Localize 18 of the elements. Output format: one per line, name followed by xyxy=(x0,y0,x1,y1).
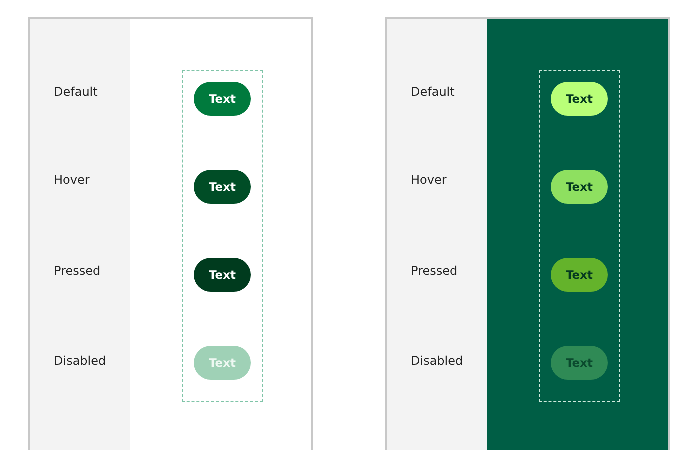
state-label: Hover xyxy=(54,173,90,187)
state-label: Disabled xyxy=(54,354,106,368)
state-label: Disabled xyxy=(411,354,464,368)
pill-button: Text xyxy=(194,82,251,116)
dashed-outline xyxy=(182,70,263,402)
state-label: Hover xyxy=(411,173,447,187)
pill-button: Text xyxy=(194,170,251,204)
pill-button: Text xyxy=(194,346,251,380)
dashed-outline xyxy=(539,70,620,402)
pill-button: Text xyxy=(551,170,608,204)
state-label: Default xyxy=(411,85,455,99)
pill-button: Text xyxy=(551,346,608,380)
pill-button: Text xyxy=(551,258,608,292)
pill-button: Text xyxy=(194,258,251,292)
pill-button: Text xyxy=(551,82,608,116)
state-label: Default xyxy=(54,85,98,99)
state-label: Pressed xyxy=(54,264,101,278)
state-label: Pressed xyxy=(411,264,458,278)
